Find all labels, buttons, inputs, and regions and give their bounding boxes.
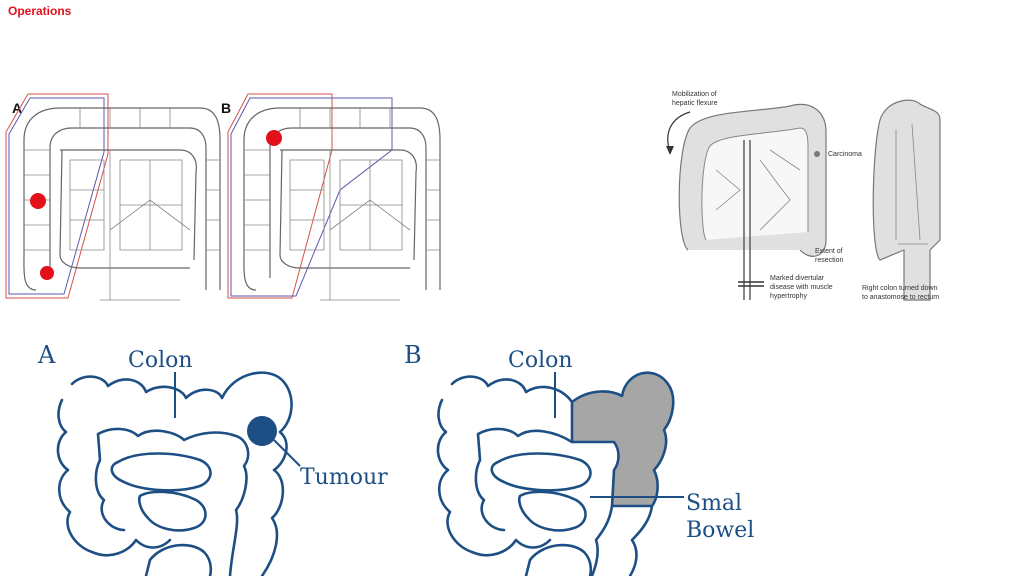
tumour-marker (266, 130, 282, 146)
resected-segment (570, 371, 675, 508)
divertular-label: Marked divertular disease with muscle hy… (770, 275, 835, 300)
carcinoma-label: Carcinoma (828, 151, 862, 158)
resection-outline-inner (8, 97, 105, 295)
small-bowel-label-line2: Bowel (686, 518, 754, 543)
bowel-diagram-b: B Colon Smal Bowel (404, 341, 754, 576)
right-colon-label: Right colon turned down to anastomose to… (862, 285, 939, 301)
panel-b-letter: B (221, 100, 231, 116)
surgical-illustration: Mobilization of hepatic flexure Carcinom… (666, 91, 941, 301)
colon-label-b: Colon (508, 348, 573, 373)
tumour-marker (30, 193, 46, 209)
extent-label: Extent of resection (815, 248, 845, 264)
page-title: Operations (8, 4, 72, 18)
tumour-marker (40, 266, 54, 280)
colon-shape (872, 99, 941, 301)
colon-diagram-panel-b: B (221, 93, 441, 301)
tumour-icon (247, 416, 277, 446)
tumour-pointer-line (273, 439, 301, 467)
resection-outline-inner (230, 97, 393, 297)
bottom-panel-a-letter: A (37, 341, 56, 369)
panel-a-letter: A (12, 100, 22, 116)
colon-label-a: Colon (128, 348, 193, 373)
resection-outline (5, 93, 109, 299)
small-bowel-label-line1: Smal (686, 491, 742, 516)
bowel-diagram-a: A Colon Tumour (37, 341, 388, 576)
arrowhead-icon (666, 146, 674, 155)
tumour-label: Tumour (300, 465, 388, 490)
mobilization-label: Mobilization of hepatic flexure (672, 91, 719, 107)
bottom-panel-b-letter: B (404, 341, 422, 369)
colon-diagram-panel-a: A (5, 93, 221, 301)
